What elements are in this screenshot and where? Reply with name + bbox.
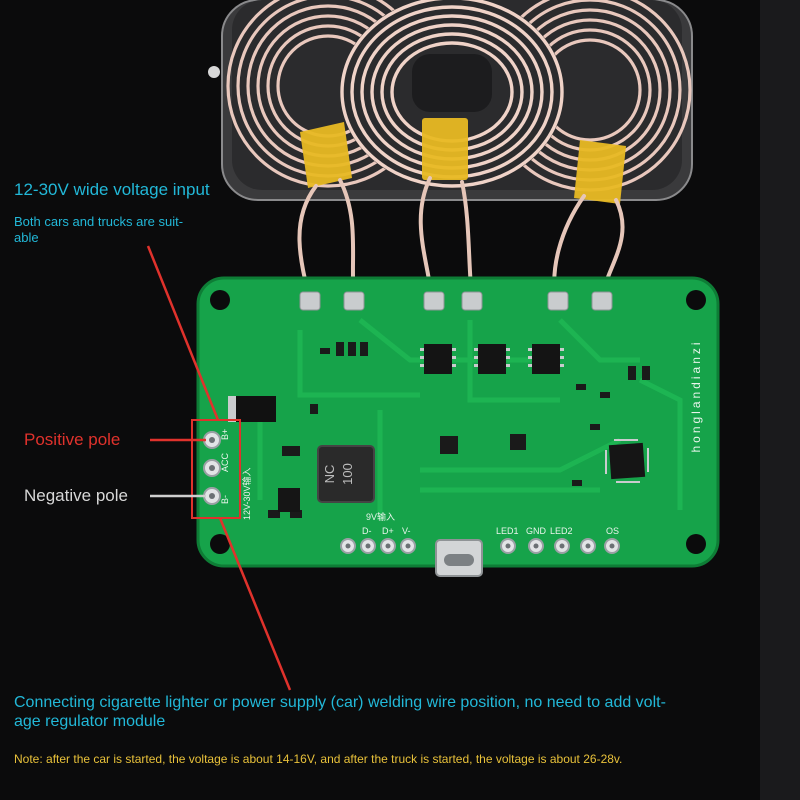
background-edge <box>760 0 800 800</box>
inductor-label-bottom: 100 <box>340 463 355 485</box>
silk-pin-os: OS <box>606 526 619 536</box>
silk-power-b-plus: B+ <box>220 429 230 440</box>
regulator-ic <box>278 488 300 512</box>
smd-components <box>268 342 650 518</box>
power-pad-hole <box>209 465 215 471</box>
input-voltage-subtitle-line2: able <box>14 230 39 245</box>
mosfet-chips <box>420 344 564 374</box>
power-inductor: NC 100 <box>317 445 375 503</box>
kapton-tape <box>300 118 626 204</box>
input-voltage-title: 12-30V wide voltage input <box>14 180 210 199</box>
coil-pads <box>299 291 613 311</box>
power-pad-hole <box>209 437 215 443</box>
header-pad-holes <box>345 543 615 549</box>
negative-pole-label: Negative pole <box>24 486 128 505</box>
power-pads-highlight <box>191 419 241 519</box>
header-pads <box>340 538 620 554</box>
silk-pin-led2: LED2 <box>550 526 573 536</box>
silk-input-label: 9V输入 <box>366 511 395 522</box>
screw-head <box>208 66 220 78</box>
connection-note-line2: age regulator module <box>14 713 166 730</box>
positive-pole-label: Positive pole <box>24 430 121 449</box>
silk-brand: honglandianzi <box>689 339 703 452</box>
silk-pin-gnd: GND <box>526 526 547 536</box>
silk-pin-dminus: D- <box>362 526 372 536</box>
schottky-diode <box>228 396 276 422</box>
connection-note-line1: Connecting cigarette lighter or power su… <box>14 694 666 711</box>
power-pad-hole <box>209 493 215 499</box>
input-arrow-line <box>146 245 220 421</box>
silk-pin-vminus: V- <box>402 526 411 536</box>
mcu-chip <box>605 439 649 483</box>
silk-voltage-range: 12V-30V输入 <box>241 467 252 520</box>
coil-center <box>340 0 564 188</box>
inductor-label-top: NC <box>322 465 337 484</box>
usb-c-port <box>435 539 483 577</box>
silk-power-acc: ACC <box>220 452 230 472</box>
silk-pin-dplus: D+ <box>382 526 394 536</box>
voltage-note: Note: after the car is started, the volt… <box>14 752 623 766</box>
input-voltage-subtitle-line1: Both cars and trucks are suit- <box>14 214 184 229</box>
silk-pin-led1: LED1 <box>496 526 519 536</box>
silk-power-b-minus: B- <box>220 495 230 504</box>
connection-arrow-line <box>218 517 292 691</box>
